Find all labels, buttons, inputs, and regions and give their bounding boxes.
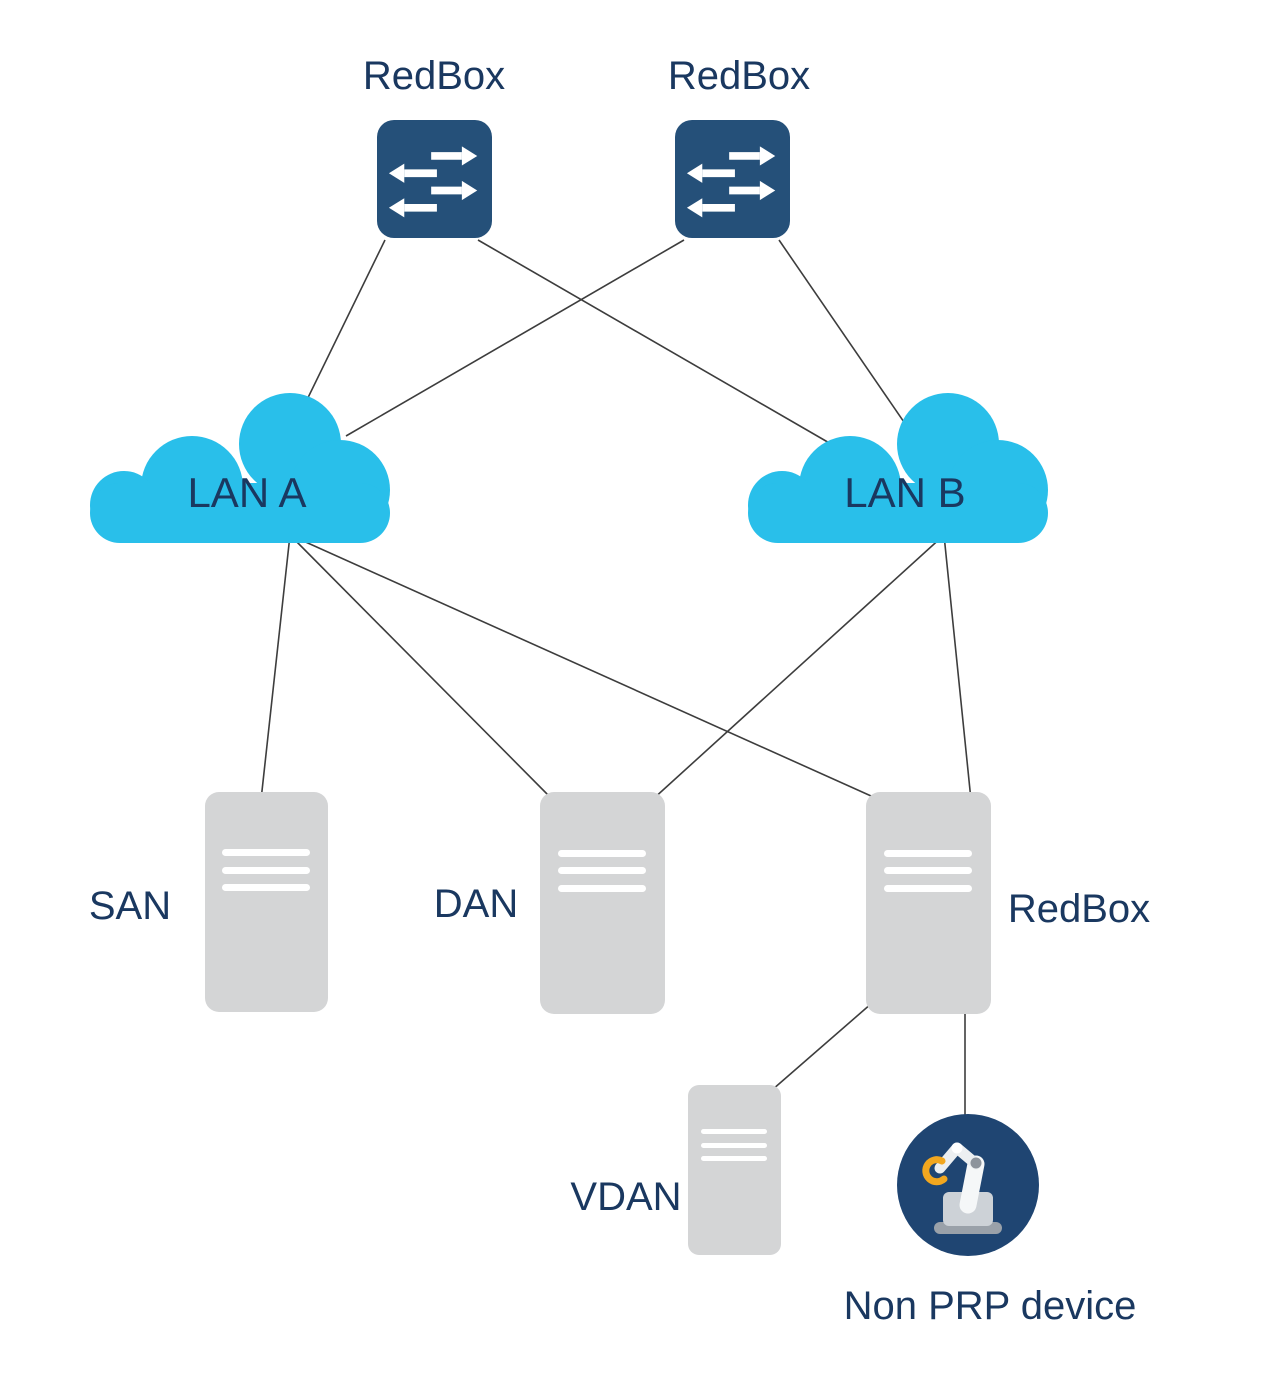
- link-lan-b-redbox-server: [943, 534, 972, 801]
- server-slot-line: [883, 849, 973, 857]
- link-lan-b-dan: [651, 534, 945, 801]
- lan-a-label: LAN A: [187, 469, 307, 516]
- lan-b-cloud: LAN B: [748, 393, 1048, 543]
- cloud-icon: [90, 393, 390, 543]
- lan-b-label: LAN B: [844, 469, 966, 516]
- server-slot-line: [222, 866, 310, 874]
- robot-arm-icon: [897, 1114, 1039, 1256]
- san-label: SAN: [88, 884, 172, 928]
- vdan-server: [688, 1085, 781, 1255]
- redbox-switch-1: [377, 120, 492, 238]
- redbox-server: [866, 792, 991, 1014]
- link-redbox-server-vdan: [771, 1002, 873, 1091]
- dan-server: [540, 792, 665, 1014]
- non-prp-device: [896, 1113, 1040, 1257]
- link-switch1-lan-b: [477, 239, 839, 449]
- redbox-switch-2: [675, 120, 790, 238]
- redbox-server-label: RedBox: [1007, 887, 1151, 931]
- server-slot-line: [222, 884, 310, 892]
- link-lan-a-redbox-server: [289, 534, 881, 801]
- non-prp-device-label: Non PRP device: [843, 1284, 1137, 1328]
- switch-arrows-icon: [388, 146, 477, 218]
- server-slot-line: [557, 885, 647, 893]
- server-slot-line: [557, 849, 647, 857]
- server-slot-line: [701, 1142, 768, 1148]
- server-slot-line: [701, 1156, 768, 1162]
- vdan-label: VDAN: [570, 1175, 682, 1219]
- link-lan-a-dan: [289, 534, 554, 801]
- redbox-switch-1-label: RedBox: [362, 54, 506, 98]
- cloud-icon: [748, 393, 1048, 543]
- server-slot-line: [557, 867, 647, 875]
- switch-arrows-icon: [686, 146, 775, 218]
- link-lan-a-san: [260, 534, 291, 801]
- server-slot-line: [222, 849, 310, 857]
- redbox-switch-2-label: RedBox: [667, 54, 811, 98]
- san-server: [205, 792, 328, 1012]
- dan-label: DAN: [433, 882, 519, 926]
- server-slot-line: [701, 1129, 768, 1135]
- server-slot-line: [883, 867, 973, 875]
- link-switch2-lan-a: [345, 239, 685, 437]
- server-slot-line: [883, 885, 973, 893]
- lan-a-cloud: LAN A: [90, 393, 390, 543]
